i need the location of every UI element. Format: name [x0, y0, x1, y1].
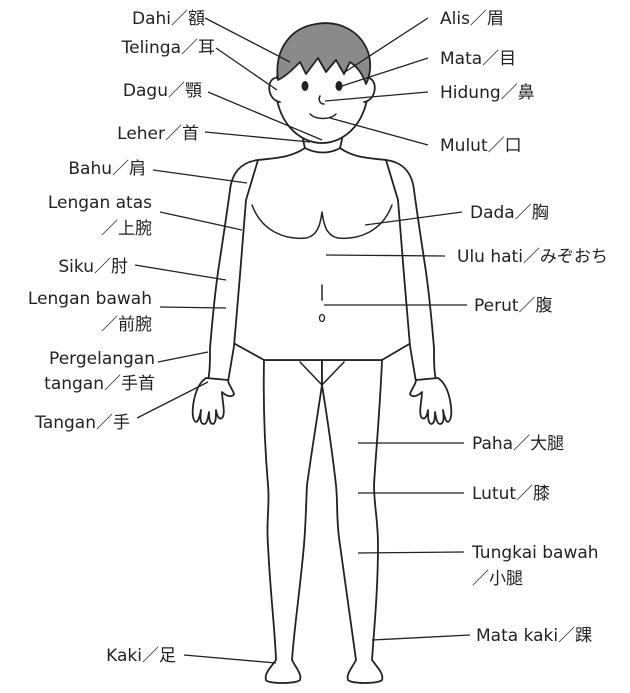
leader-dahi: [205, 18, 290, 62]
label-ulu-hati: Ulu hati／みぞおち: [457, 247, 608, 267]
label-lutut: Lutut／膝: [472, 484, 550, 504]
label-siku: Siku／肘: [58, 257, 128, 277]
label-lengan-bawah-1: Lengan bawah: [28, 289, 152, 309]
torso: [228, 148, 416, 360]
label-tangan: Tangan／手: [34, 413, 130, 433]
label-mata: Mata／目: [440, 49, 516, 69]
label-dada: Dada／胸: [470, 203, 549, 223]
left-leg: [264, 360, 322, 683]
leader-mata-kaki: [372, 635, 470, 640]
label-tungkai-1: Tungkai bawah: [471, 543, 599, 563]
label-leher: Leher／首: [117, 124, 199, 144]
right-eye: [336, 81, 343, 91]
leader-pergelangan: [158, 352, 208, 362]
label-mata-kaki: Mata kaki／踝: [476, 626, 592, 646]
leader-siku: [135, 265, 226, 280]
label-pergelangan-2: tangan／手首: [44, 374, 155, 394]
label-mulut: Mulut／口: [440, 136, 522, 156]
label-dagu: Dagu／顎: [123, 81, 202, 101]
label-kaki: Kaki／足: [106, 646, 176, 666]
label-lengan-atas-1: Lengan atas: [48, 193, 152, 213]
right-leg: [322, 360, 382, 683]
human-figure: [193, 23, 452, 683]
label-dahi: Dahi／額: [132, 9, 205, 29]
left-eye: [302, 81, 309, 91]
left-hand: [193, 378, 234, 424]
label-alis: Alis／眉: [440, 9, 504, 29]
label-perut: Perut／腹: [474, 296, 553, 316]
label-paha: Paha／大腿: [472, 434, 564, 454]
leader-kaki: [184, 655, 276, 663]
label-pergelangan-1: Pergelangan: [49, 349, 155, 369]
label-hidung: Hidung／鼻: [440, 83, 535, 103]
label-bahu: Bahu／肩: [68, 159, 146, 179]
leader-telinga: [216, 48, 277, 90]
right-hand: [410, 378, 451, 424]
label-telinga: Telinga／耳: [121, 38, 215, 58]
leader-leher: [205, 132, 310, 142]
label-lengan-atas-2: ／上腕: [101, 219, 152, 239]
label-tungkai-2: ／小腿: [472, 569, 523, 589]
label-lengan-bawah-2: ／前腕: [101, 315, 152, 335]
